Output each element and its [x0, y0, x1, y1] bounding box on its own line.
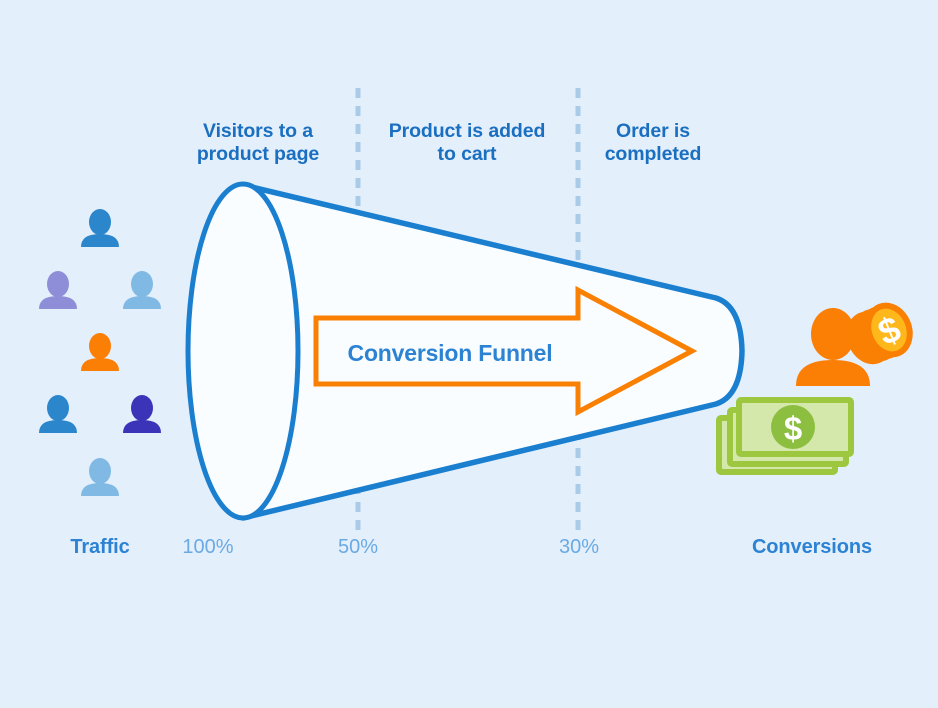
percent-label-30: 30% [558, 536, 600, 558]
person-2 [39, 271, 77, 309]
stage-heading-visitors-line2: product page [196, 142, 320, 165]
conversions-label: Conversions [751, 536, 873, 558]
person-4 [81, 333, 119, 371]
percent-label-50: 50% [337, 536, 379, 558]
person-1 [81, 209, 119, 247]
person-7 [81, 458, 119, 496]
person-5 [39, 395, 77, 433]
traffic-label: Traffic [70, 536, 130, 558]
stage-heading-order-line2: completed [604, 142, 702, 165]
stage-heading-order-line1: Order is [616, 120, 690, 142]
conversion-arrow [313, 285, 698, 417]
funnel-cone-body [240, 182, 745, 521]
funnel-mouth-ellipse [185, 181, 301, 521]
banknote-stack: $ [716, 397, 854, 475]
person-6 [123, 395, 161, 433]
stage-heading-cart-line2: to cart [437, 142, 497, 165]
banknote-dollar-symbol: $ [784, 410, 802, 447]
funnel-caption: Conversion Funnel [347, 340, 553, 366]
customer-person [796, 308, 870, 386]
stage-heading-visitors-line1: Visitors to a [203, 120, 313, 142]
banknote-dollar-circle [771, 405, 815, 449]
coin-1: $ [865, 302, 913, 358]
person-3 [123, 271, 161, 309]
percent-label-100: 100% [182, 536, 234, 558]
stage-heading-cart-line1: Product is added [388, 120, 546, 142]
coin-stack: $ [846, 302, 913, 365]
